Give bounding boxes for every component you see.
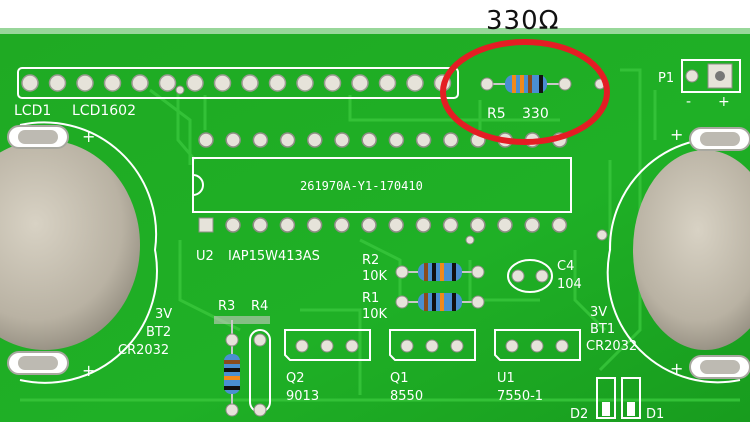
mcu-pad xyxy=(361,132,377,148)
mcu-pad xyxy=(443,132,459,148)
mcu-pad xyxy=(524,217,540,233)
header-pad xyxy=(186,74,204,92)
mcu-pad xyxy=(361,217,377,233)
label-p1: P1 xyxy=(658,71,674,86)
label-lcd1: LCD1 xyxy=(14,103,51,119)
mcu-pad xyxy=(388,217,404,233)
label-r1-value: 10K xyxy=(362,307,388,322)
header-pad xyxy=(241,74,259,92)
label-bt1: BT1 xyxy=(590,322,615,337)
label-bt2-voltage: 3V xyxy=(155,307,172,322)
label-c4-value: 104 xyxy=(557,277,582,292)
mcu-pad xyxy=(415,132,432,148)
label-p1-plus: + xyxy=(718,94,730,110)
header-pad xyxy=(406,74,424,92)
label-r1: R1 xyxy=(362,291,379,306)
label-bt1-cell: CR2032 xyxy=(586,339,637,354)
label-q1-part: 8550 xyxy=(390,389,423,404)
header-pad xyxy=(158,74,177,92)
mcu-pad xyxy=(307,132,323,148)
label-chip-code: 261970A-Y1-170410 xyxy=(300,179,423,193)
label-bt1-plus: + xyxy=(670,125,683,144)
battery-bt1 xyxy=(606,127,750,384)
label-c4: C4 xyxy=(557,259,574,274)
header-pad xyxy=(48,74,67,92)
header-pad xyxy=(103,74,122,92)
transistor-q1 xyxy=(389,329,476,361)
label-q2: Q2 xyxy=(286,371,305,386)
header-pad xyxy=(213,74,232,92)
label-bt1-voltage: 3V xyxy=(590,305,607,320)
header-pad xyxy=(296,74,314,92)
mcu-pad xyxy=(252,132,269,148)
label-mcu: IAP15W413AS xyxy=(228,249,320,264)
mcu-outline xyxy=(192,157,572,213)
header-pad xyxy=(378,74,397,92)
board-top-edge xyxy=(0,28,750,34)
mcu-pad xyxy=(279,132,296,148)
label-r2: R2 xyxy=(362,253,379,268)
label-bt2: BT2 xyxy=(146,325,171,340)
header-pad xyxy=(131,74,149,92)
mcu-pad xyxy=(497,217,513,233)
header-pad xyxy=(268,74,287,92)
transistor-q2 xyxy=(284,329,371,361)
label-q1: Q1 xyxy=(390,371,409,386)
label-p1-minus: - xyxy=(686,94,691,110)
resistor-r1 xyxy=(395,293,485,311)
header-pad xyxy=(76,74,94,92)
label-u2: U2 xyxy=(196,249,214,264)
annotation-highlight-circle xyxy=(440,39,610,145)
battery-bt2 xyxy=(0,121,158,384)
diode-footprints xyxy=(596,377,641,419)
capacitor-c4 xyxy=(507,259,553,293)
label-bt1-plus-lower: + xyxy=(670,359,683,378)
label-bt2-plus-lower: + xyxy=(82,361,95,380)
header-pad xyxy=(21,74,39,92)
header-pad xyxy=(351,74,369,92)
label-r5: R5 xyxy=(487,106,506,122)
header-pad xyxy=(323,74,342,92)
resistor-r4-footprint xyxy=(249,329,271,417)
mcu-pad xyxy=(225,217,241,233)
mcu-pad xyxy=(252,217,268,233)
label-r3: R3 xyxy=(218,299,235,314)
resistor-r3 xyxy=(214,316,270,417)
resistor-r2 xyxy=(395,263,485,281)
mcu-pad xyxy=(306,217,323,233)
mcu-pins-top xyxy=(198,132,568,148)
mcu-pad xyxy=(198,132,214,148)
lcd-header-row xyxy=(17,67,459,99)
label-bt2-cell: CR2032 xyxy=(118,343,169,358)
mcu-pin1-square xyxy=(198,217,214,233)
mcu-pad xyxy=(334,132,350,148)
label-r5-value: 330 xyxy=(522,106,549,122)
mcu-pad xyxy=(470,217,486,233)
label-d2: D2 xyxy=(570,407,588,422)
mcu-pad xyxy=(388,132,405,148)
mcu-pad xyxy=(279,217,296,233)
annotation-resistance-label: 330Ω xyxy=(486,6,560,36)
label-r4: R4 xyxy=(251,299,268,314)
label-d1: D1 xyxy=(646,407,664,422)
regulator-u1 xyxy=(494,329,581,361)
mcu-notch xyxy=(192,174,204,196)
label-r2-value: 10K xyxy=(362,269,388,284)
mcu-pad xyxy=(442,217,459,233)
mcu-pins-bottom xyxy=(225,217,568,233)
p1-connector xyxy=(681,59,741,93)
label-q2-part: 9013 xyxy=(286,389,319,404)
resistor-r5 xyxy=(480,75,572,93)
mcu-pad xyxy=(334,217,350,233)
label-u1: U1 xyxy=(497,371,515,386)
mcu-pad xyxy=(551,217,568,233)
mcu-pad xyxy=(415,217,432,233)
label-u1-part: 7550-1 xyxy=(497,389,543,404)
label-bt2-plus: + xyxy=(82,127,95,146)
mcu-pad xyxy=(225,132,241,148)
label-lcd1602: LCD1602 xyxy=(72,103,136,119)
